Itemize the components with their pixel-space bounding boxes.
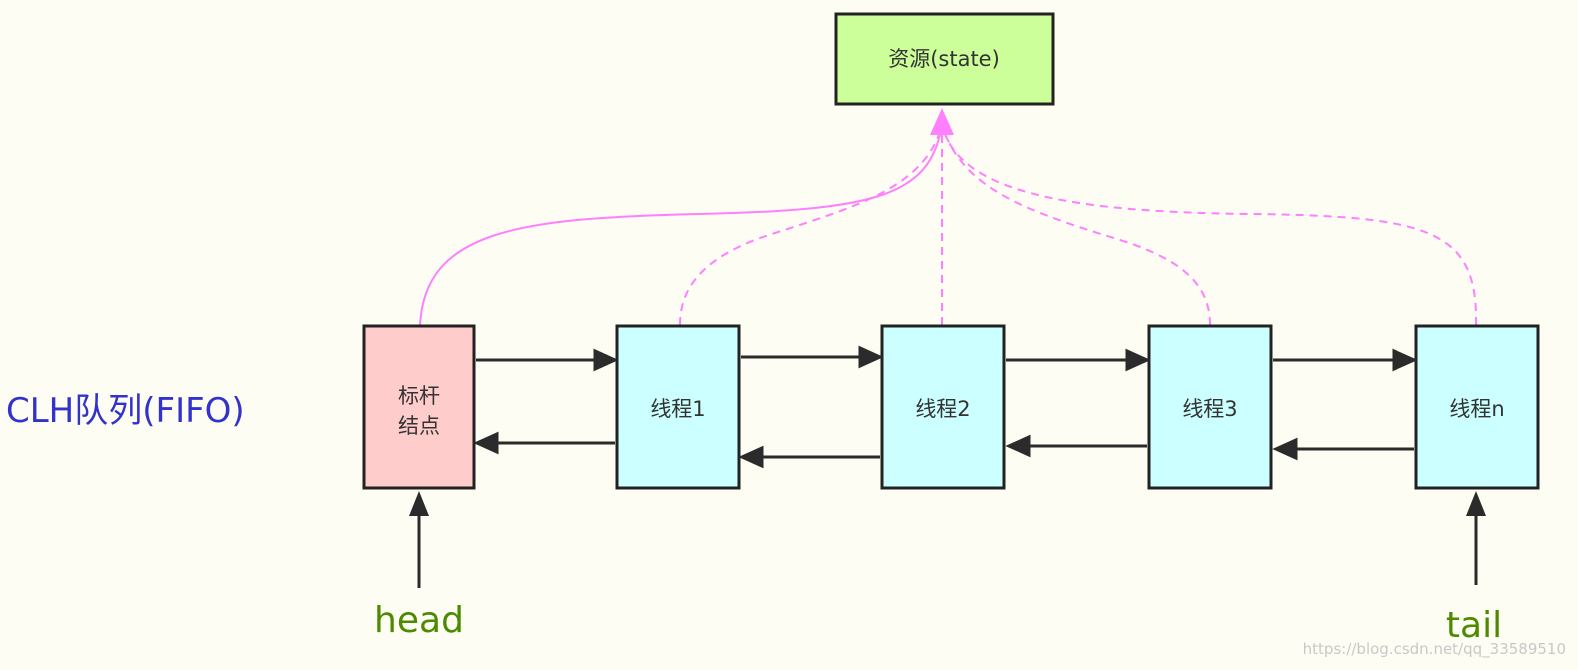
thread1-label: 线程1 xyxy=(650,397,705,421)
sentinel-label-line2: 结点 xyxy=(398,414,440,438)
threadn-label: 线程n xyxy=(1449,397,1504,421)
threadn-node: 线程n xyxy=(1414,324,1540,490)
next-arrow-thread2-thread3 xyxy=(1006,348,1151,372)
thread2-node: 线程2 xyxy=(880,324,1006,490)
thread1-state-link xyxy=(679,124,943,326)
watermark-text: https://blog.csdn.net/qq_33589510 xyxy=(1303,640,1566,659)
head-label: head xyxy=(374,600,464,641)
resource-label: 资源(state) xyxy=(888,47,1000,71)
prev-arrow-thread3-thread2 xyxy=(1005,434,1147,458)
prev-arrow-threadn-thread3 xyxy=(1272,437,1414,461)
tail-label: tail xyxy=(1446,605,1502,646)
queue-title: CLH队列(FIFO) xyxy=(6,391,245,431)
next-arrow-thread1-thread2 xyxy=(741,345,884,369)
sentinel-node: 标杆 结点 xyxy=(362,324,476,490)
threadn-state-link xyxy=(941,124,1478,326)
sentinel-state-link xyxy=(419,124,943,326)
thread3-state-link xyxy=(941,124,1211,326)
thread3-node: 线程3 xyxy=(1147,324,1273,490)
state-links xyxy=(419,124,1478,326)
next-arrow-sentinel-thread1 xyxy=(476,348,619,372)
sentinel-label-line1: 标杆 xyxy=(398,384,440,408)
prev-arrow-thread1-sentinel xyxy=(473,431,615,455)
thread1-node: 线程1 xyxy=(615,324,741,490)
resource-node: 资源(state) xyxy=(834,12,1055,106)
prev-arrow-thread2-thread1 xyxy=(738,445,880,469)
next-arrow-thread3-threadn xyxy=(1273,348,1418,372)
thread3-label: 线程3 xyxy=(1182,397,1237,421)
thread2-label: 线程2 xyxy=(915,397,970,421)
next-arrows xyxy=(476,345,1418,372)
head-pointer: head xyxy=(374,491,464,641)
prev-arrows xyxy=(473,431,1414,469)
state-link-arrowhead xyxy=(930,108,954,135)
tail-pointer: tail xyxy=(1446,491,1502,646)
